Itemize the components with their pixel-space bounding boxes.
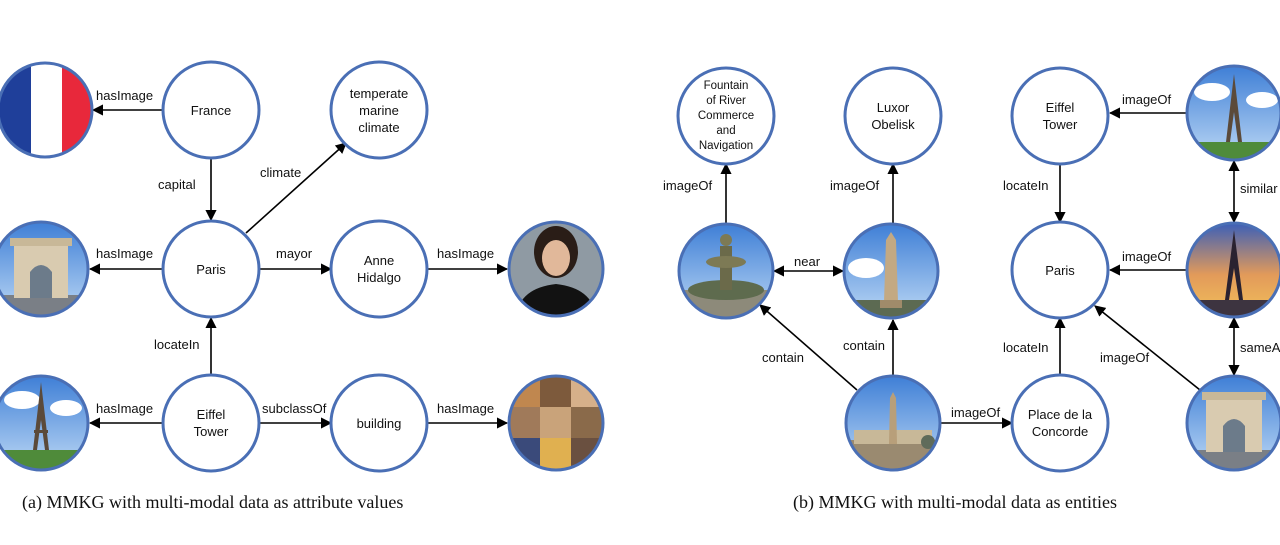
node-label: Commerce [698, 110, 754, 122]
node-label: Concorde [1032, 424, 1088, 439]
node-building: building [329, 373, 429, 473]
edge-label-contain: contain [843, 338, 885, 353]
obelisk-image [842, 222, 940, 320]
node-label: climate [358, 120, 399, 135]
edge-label-locatein: locateIn [154, 337, 200, 352]
edge-label-imageof: imageOf [1122, 92, 1172, 107]
node-label: Tower [1043, 117, 1078, 132]
node-paris: Paris [1010, 220, 1110, 320]
arc-de-triomphe-image [0, 220, 90, 318]
concorde-square-image [844, 374, 942, 472]
building-collage-image [507, 374, 605, 472]
node-label: temperate [350, 86, 409, 101]
edge-label-similar: similar [1240, 181, 1278, 196]
arc-de-triomphe-image [1185, 374, 1280, 472]
panel-a: hasImage capital climate hasImage mayor … [0, 60, 605, 473]
edge-label-near: near [794, 254, 821, 269]
node-label: Tower [194, 424, 229, 439]
caption-b: (b) MMKG with multi-modal data as entiti… [793, 492, 1117, 513]
edge-label-hasimage: hasImage [96, 246, 153, 261]
edge-label-capital: capital [158, 177, 196, 192]
panel-b: imageOf imageOf near contain contain ima… [663, 64, 1280, 473]
node-label: building [357, 416, 402, 431]
node-place-de-la-concorde: Place de la Concorde [1010, 373, 1110, 473]
edge-label-imageof: imageOf [830, 178, 880, 193]
node-label: of River [706, 95, 746, 107]
edge-label-sameas: sameA [1240, 340, 1280, 355]
caption-a: (a) MMKG with multi-modal data as attrib… [22, 492, 403, 513]
node-eiffel-tower: Eiffel Tower [161, 373, 261, 473]
edge-label-imageof: imageOf [1100, 350, 1150, 365]
node-label: Paris [196, 262, 226, 277]
fountain-image [677, 222, 775, 320]
edge-label-subclassof: subclassOf [262, 401, 327, 416]
node-label: Eiffel [1046, 100, 1075, 115]
node-label: Fountain [704, 80, 749, 92]
node-label: Obelisk [871, 117, 915, 132]
node-label: Navigation [699, 140, 753, 152]
edge-arcimg-paris [1094, 305, 1201, 391]
edge-label-climate: climate [260, 165, 301, 180]
french-flag-image [0, 61, 94, 159]
eiffel-tower-sunset-image [1185, 221, 1280, 319]
edge-label-locatein: locateIn [1003, 178, 1049, 193]
eiffel-tower-image [0, 374, 90, 472]
edge-label-locatein: locateIn [1003, 340, 1049, 355]
edge-label-contain: contain [762, 350, 804, 365]
node-fountain: Fountain of River Commerce and Navigatio… [676, 66, 776, 166]
node-paris: Paris [161, 219, 261, 319]
node-france: France [161, 60, 261, 160]
edge-label-imageof: imageOf [663, 178, 713, 193]
edge-label-mayor: mayor [276, 246, 313, 261]
edge-label-imageof: imageOf [1122, 249, 1172, 264]
edge-label-hasimage: hasImage [96, 401, 153, 416]
node-label: Hidalgo [357, 270, 401, 285]
node-eiffel-tower: Eiffel Tower [1010, 66, 1110, 166]
node-label: Place de la [1028, 407, 1093, 422]
node-label: Paris [1045, 263, 1075, 278]
edge-label-hasimage: hasImage [437, 246, 494, 261]
edge-paris-climate [245, 142, 347, 234]
node-label: Luxor [877, 100, 910, 115]
edge-label-imageof: imageOf [951, 405, 1001, 420]
edge-label-hasimage: hasImage [437, 401, 494, 416]
edge-label-hasimage: hasImage [96, 88, 153, 103]
node-label: marine [359, 103, 399, 118]
portrait-image [507, 220, 605, 318]
eiffel-tower-day-image [1185, 64, 1280, 162]
node-label: Anne [364, 253, 394, 268]
node-climate: temperate marine climate [329, 60, 429, 160]
node-luxor-obelisk: Luxor Obelisk [843, 66, 943, 166]
node-anne-hidalgo: Anne Hidalgo [329, 219, 429, 319]
node-label: and [716, 125, 735, 137]
node-label: Eiffel [197, 407, 226, 422]
edge-concorde-fountain [759, 304, 858, 391]
node-label: France [191, 103, 231, 118]
